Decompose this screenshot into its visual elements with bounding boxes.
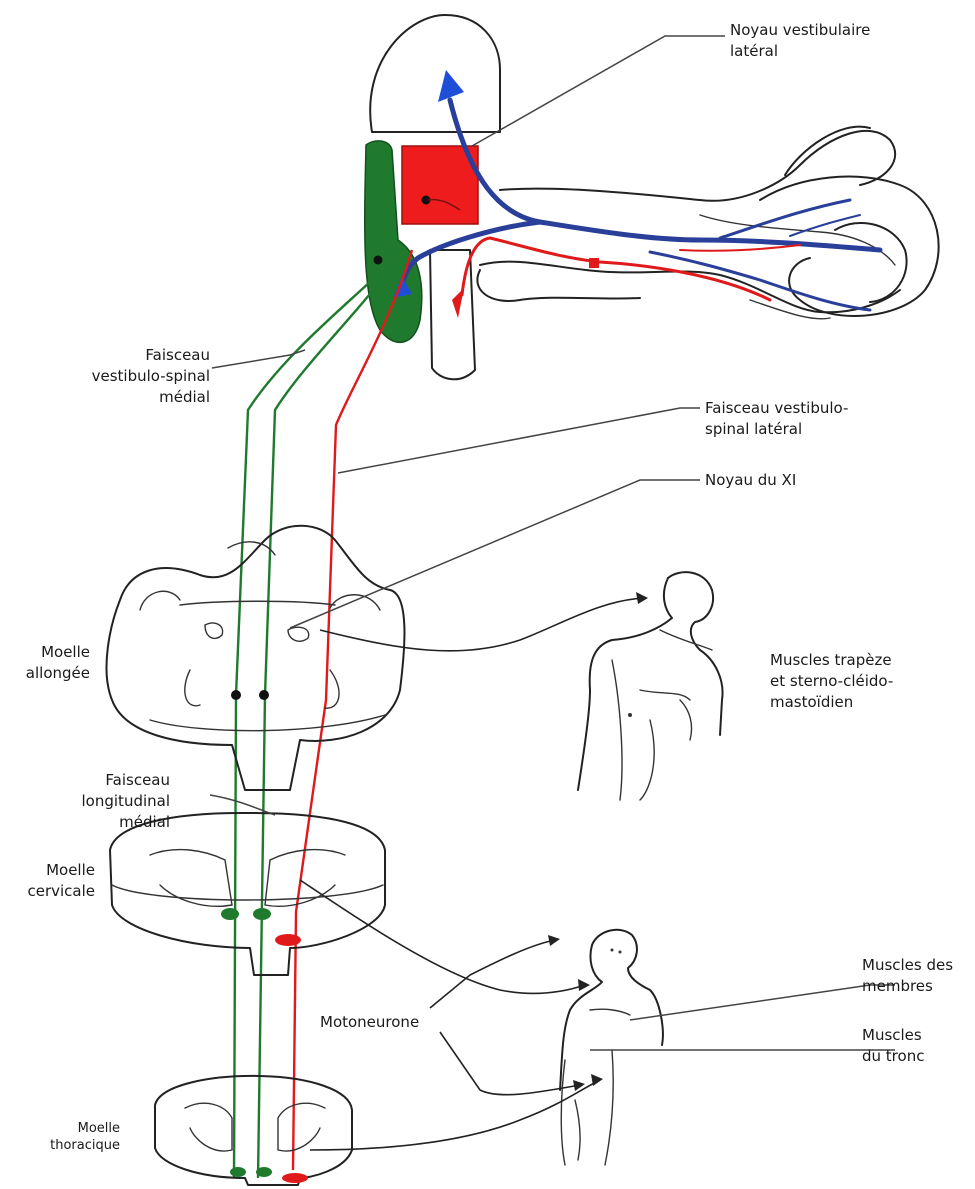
label-faisceau-vestibulo-spinal-medial: Faisceau vestibulo-spinal médial (30, 345, 210, 408)
brainstem-lower-outline (430, 250, 475, 379)
cervical-green-right (253, 908, 271, 920)
red-arrowhead (452, 288, 464, 318)
label-muscles-du-tronc: Muscles du tronc (862, 1025, 924, 1067)
label-line: Muscles des (862, 955, 953, 976)
label-line: et sterno-cléido- (770, 671, 893, 692)
blue-arrowhead-up (438, 70, 464, 102)
thoracic-green-right (256, 1167, 272, 1177)
label-motoneurone: Motoneurone (320, 1012, 419, 1033)
label-line: du tronc (862, 1046, 924, 1067)
label-line: médial (20, 812, 170, 833)
label-muscles-trapeze: Muscles trapèze et sterno-cléido- mastoï… (770, 650, 893, 713)
label-line: latéral (730, 41, 870, 62)
label-line: mastoïdien (770, 692, 893, 713)
lateral-vestibular-nucleus (402, 146, 478, 224)
thoracic-green-left (230, 1167, 246, 1177)
label-muscles-des-membres: Muscles des membres (862, 955, 953, 997)
medial-nucleus-cell (374, 256, 383, 265)
thoracic-red-motoneuron (282, 1173, 308, 1183)
label-line: Muscles trapèze (770, 650, 893, 671)
label-faisceau-vestibulo-spinal-lateral: Faisceau vestibulo- spinal latéral (705, 398, 848, 440)
cervical-red-motoneuron (275, 934, 301, 946)
label-line: Muscles (862, 1025, 924, 1046)
label-line: membres (862, 976, 953, 997)
red-ganglion (589, 258, 599, 268)
thoracic-section (155, 1076, 352, 1185)
red-afferent (462, 238, 800, 300)
medulla-dot-left (231, 690, 241, 700)
label-moelle-cervicale: Moelle cervicale (0, 860, 95, 902)
label-line: Noyau vestibulaire (730, 20, 870, 41)
label-line: allongée (0, 663, 90, 684)
label-moelle-thoracique: Moelle thoracique (0, 1120, 120, 1154)
label-line: vestibulo-spinal (30, 366, 210, 387)
label-line: Moelle (0, 860, 95, 881)
medulla-section (107, 526, 405, 790)
label-line: Faisceau (20, 770, 170, 791)
cervical-section (110, 813, 385, 975)
brainstem-top-outline (370, 15, 500, 132)
label-noyau-vestibulaire-lateral: Noyau vestibulaire latéral (730, 20, 870, 62)
label-faisceau-longitudinal-medial: Faisceau longitudinal médial (20, 770, 170, 833)
label-line: Faisceau (30, 345, 210, 366)
label-line: cervicale (0, 881, 95, 902)
label-line: longitudinal (20, 791, 170, 812)
label-line: thoracique (0, 1137, 120, 1154)
label-line: Faisceau vestibulo- (705, 398, 848, 419)
lower-body-figure (560, 930, 663, 1165)
cervical-green-left (221, 908, 239, 920)
label-line: Moelle (0, 642, 90, 663)
arrowheads (548, 592, 648, 1091)
label-line: spinal latéral (705, 419, 848, 440)
label-moelle-allongee: Moelle allongée (0, 642, 90, 684)
medulla-dot-right (259, 690, 269, 700)
label-line: Moelle (0, 1120, 120, 1137)
label-noyau-du-xi: Noyau du XI (705, 470, 796, 491)
label-line: médial (30, 387, 210, 408)
motor-projections (300, 598, 645, 1150)
